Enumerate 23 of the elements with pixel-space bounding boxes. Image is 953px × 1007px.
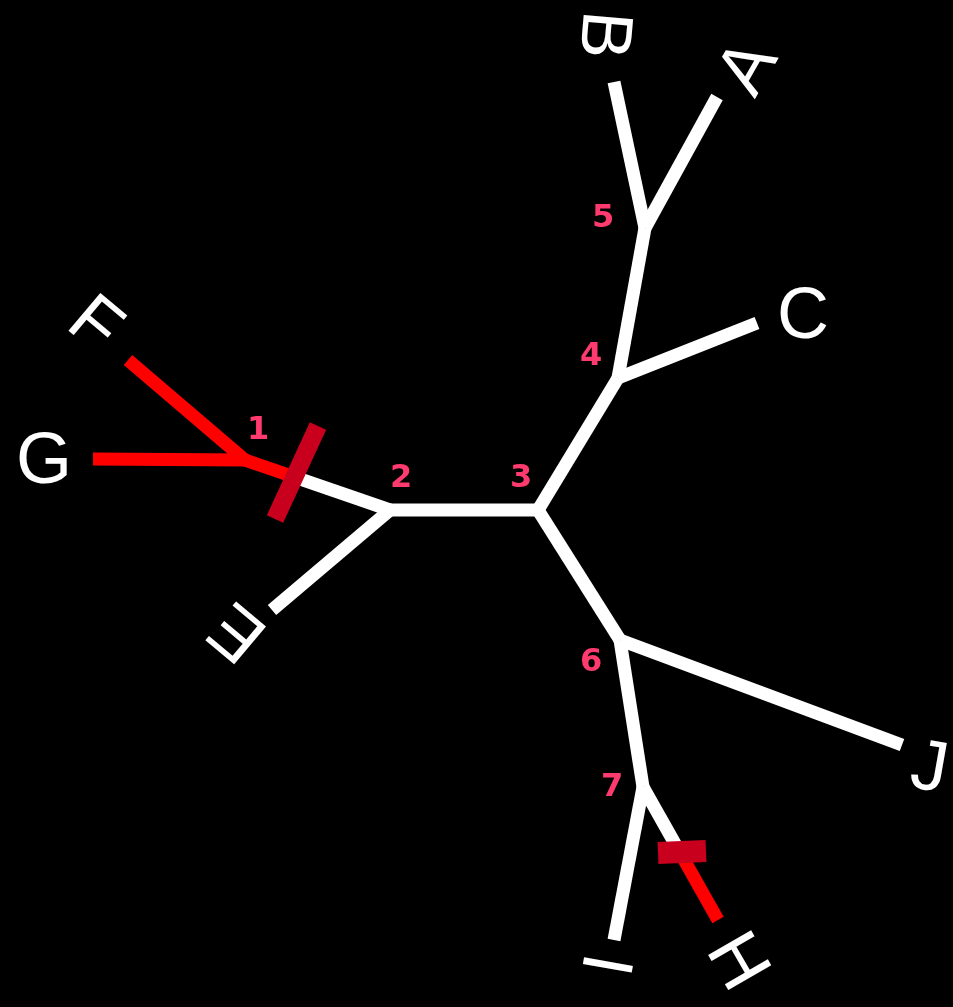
node-number: 7 xyxy=(601,769,624,801)
node-number: 4 xyxy=(580,338,603,370)
taxon-label: E xyxy=(194,591,278,677)
tree-branch xyxy=(92,452,246,467)
node-number: 3 xyxy=(510,460,533,492)
taxon-label: H xyxy=(695,919,785,1001)
taxon-label: F xyxy=(57,280,137,364)
taxon-label: J xyxy=(906,726,953,804)
taxon-label: B xyxy=(569,7,645,63)
tree-branch xyxy=(390,503,538,517)
taxon-label: A xyxy=(701,27,789,105)
tree-branch xyxy=(611,226,652,380)
tree-branch xyxy=(615,316,760,385)
tree-branch xyxy=(617,633,905,752)
tree-branch xyxy=(532,506,626,644)
taxon-label: C xyxy=(777,277,829,349)
node-number: 5 xyxy=(592,200,615,232)
taxon-label: G xyxy=(16,422,72,494)
node-number: 6 xyxy=(580,644,603,676)
node-number: 1 xyxy=(247,412,270,444)
taxon-label: I xyxy=(570,948,646,982)
node-number: 2 xyxy=(390,460,413,492)
tree-branch xyxy=(613,639,650,788)
